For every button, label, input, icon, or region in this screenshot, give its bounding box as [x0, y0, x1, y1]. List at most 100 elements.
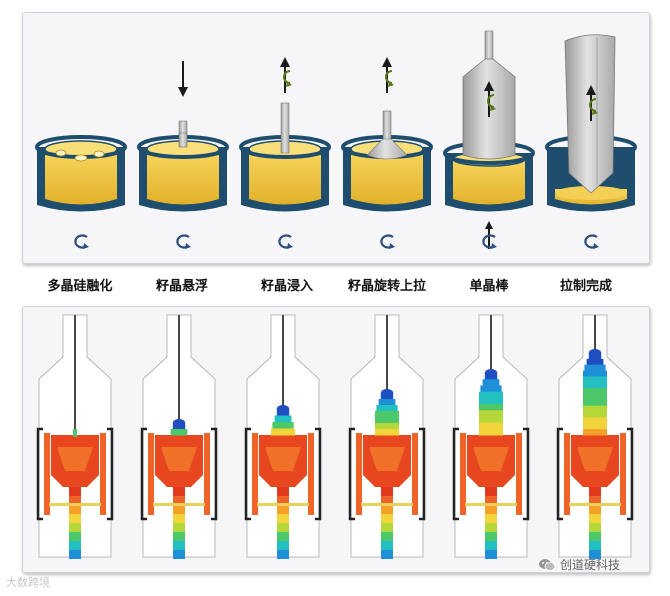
crystal-band	[274, 415, 292, 423]
crystal-band	[375, 417, 399, 424]
crystal-band	[583, 376, 607, 383]
shaft-band	[589, 487, 601, 496]
rotate-arrow-icon	[176, 234, 191, 249]
heater-bracket-left	[140, 427, 147, 521]
crystal-top	[172, 419, 186, 427]
crystal-band	[375, 411, 399, 418]
crystal-band	[586, 358, 604, 366]
crystal-band	[583, 405, 607, 413]
heater-wall-right	[308, 433, 314, 515]
crystal-band	[375, 423, 399, 430]
shaft-band	[69, 541, 81, 550]
melt-inner	[161, 447, 197, 471]
shaft-band	[173, 532, 185, 541]
thermal-simulation-panel	[22, 306, 650, 573]
crystal-band	[583, 429, 607, 436]
thermal-simulation-diagram	[36, 314, 634, 559]
crystal-top	[588, 349, 602, 357]
stage-4-seed-rotate-pull	[341, 57, 433, 249]
shaft-band	[381, 487, 393, 496]
melt-inner	[577, 447, 613, 471]
rotate-arrow-icon	[584, 234, 599, 249]
shaft-band	[589, 541, 601, 550]
process-stages-diagram	[35, 30, 637, 249]
shaft-band	[69, 550, 81, 559]
shaft-band	[69, 514, 81, 523]
shaft-band	[277, 541, 289, 550]
heater-wall-right	[100, 433, 106, 515]
heater-wall-left	[460, 433, 466, 515]
shaft-band	[277, 550, 289, 559]
shaft-band	[485, 523, 497, 532]
crystal-top	[380, 389, 394, 397]
heater-wall-right	[620, 433, 626, 515]
shaft-band	[173, 496, 185, 505]
heater-wall-left	[564, 433, 570, 515]
seed-crystal	[280, 102, 290, 154]
heater-bracket-right	[211, 427, 218, 521]
heater-wall-left	[148, 433, 154, 515]
rotate-arrow-icon	[278, 234, 293, 249]
shaft-band	[589, 532, 601, 541]
simulation-furnace-4	[348, 314, 426, 559]
watermark-left: 大数跨境	[6, 576, 50, 589]
up-arrow-rotate-icon	[280, 57, 292, 93]
heater-bracket-right	[419, 427, 426, 521]
crystal-band	[376, 405, 398, 412]
heater-bracket-left	[452, 427, 459, 521]
stage-5-single-crystal-ingot	[443, 30, 535, 249]
watermark-right-text: 创道硬科技	[560, 558, 621, 572]
shaft-band	[277, 523, 289, 532]
seed-tip	[73, 429, 77, 437]
crystal-band	[583, 399, 607, 407]
heater-wall-left	[252, 433, 258, 515]
shaft-band	[173, 505, 185, 514]
shaft-band	[485, 505, 497, 514]
crystal-band	[583, 411, 607, 418]
crystal-band	[583, 417, 607, 424]
base-plate	[569, 503, 621, 506]
heater-bracket-left	[348, 427, 355, 521]
down-arrow-icon	[178, 61, 188, 97]
wechat-icon	[539, 558, 556, 571]
crystal-top	[484, 369, 498, 377]
shaft-band	[589, 505, 601, 514]
stage-label-4: 籽晶旋转上拉	[347, 279, 427, 294]
shaft-band	[173, 487, 185, 496]
shaft-band	[173, 541, 185, 550]
shaft-band	[589, 496, 601, 505]
crystal-band	[583, 388, 607, 395]
shaft-band	[589, 523, 601, 532]
heater-bracket-left	[556, 427, 563, 521]
crystal-band	[584, 364, 606, 372]
stage-2-seed-suspended	[137, 61, 229, 249]
heater-wall-right	[204, 433, 210, 515]
up-arrow-rotate-icon	[382, 57, 394, 93]
heater-bracket-right	[627, 427, 634, 521]
shaft-band	[381, 550, 393, 559]
stage-6-pull-complete	[545, 34, 637, 249]
shaft-band	[277, 487, 289, 496]
shaft-band	[485, 487, 497, 496]
crystal-band	[480, 385, 502, 393]
base-plate	[465, 503, 517, 506]
crystal-band	[583, 382, 607, 389]
simulation-furnace-6	[556, 314, 634, 559]
stage-label-2: 籽晶悬浮	[155, 279, 209, 294]
heater-bracket-left	[244, 427, 251, 521]
shaft-band	[277, 532, 289, 541]
crystal-band	[482, 379, 500, 386]
crystal-band	[583, 370, 607, 377]
simulation-furnace-1	[36, 314, 114, 559]
up-arrow-rotate-icon	[586, 85, 598, 121]
base-plate	[49, 503, 101, 506]
stage-1-polysilicon-melting	[35, 135, 127, 249]
shaft-band	[381, 532, 393, 541]
shaft-band	[381, 514, 393, 523]
shaft-band	[69, 487, 81, 496]
crystal-band	[583, 394, 607, 401]
watermark-right: 创道硬科技	[538, 556, 620, 573]
simulation-furnace-2	[140, 314, 218, 559]
shaft-band	[277, 496, 289, 505]
shaft-band	[277, 505, 289, 514]
